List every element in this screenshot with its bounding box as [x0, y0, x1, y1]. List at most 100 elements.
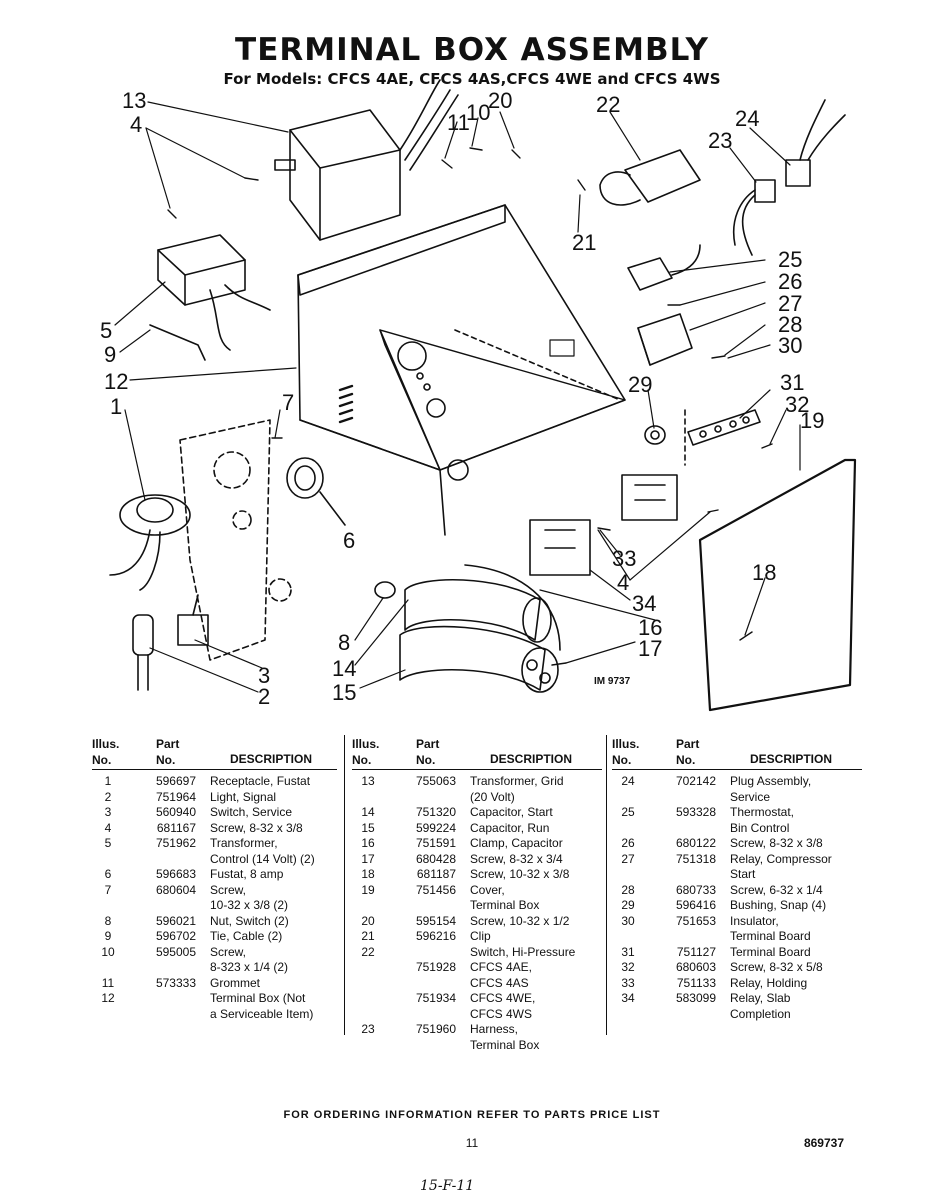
exploded-diagram: 13 4 20 11 10 22 24 23 21 25 26 27 28 30… — [100, 79, 857, 712]
callout-16: 16 — [638, 615, 662, 640]
table-header: Illus. No. Part No. DESCRIPTION — [92, 735, 337, 770]
page-number: 11 — [465, 1136, 479, 1150]
handwritten-note: 15-F-11 — [420, 1178, 475, 1194]
callout-32: 32 — [785, 392, 809, 417]
callout-34: 34 — [632, 591, 656, 616]
callout-33: 33 — [612, 546, 636, 571]
callout-22: 22 — [596, 92, 620, 117]
slab-completion-relay — [529, 519, 591, 576]
leader-lines — [114, 101, 801, 693]
callout-27: 27 — [778, 291, 802, 316]
callout-7: 7 — [282, 390, 294, 415]
header-part: Part No. — [676, 737, 700, 767]
callout-11: 11 — [447, 110, 470, 135]
compressor-start-relay — [637, 313, 693, 366]
header-part: Part No. — [156, 737, 180, 767]
table-header: Illus. No. Part No. DESCRIPTION — [612, 735, 862, 770]
callout-5: 5 — [100, 318, 112, 343]
callout-13: 13 — [122, 88, 146, 113]
bin-thermostat — [627, 244, 701, 291]
callout-25: 25 — [778, 247, 802, 272]
screws — [167, 147, 773, 666]
callout-18: 18 — [752, 560, 776, 585]
callout-4: 4 — [130, 112, 142, 137]
model-subtitle: For Models: CFCS 4AE, CFCS 4AS,CFCS 4WE … — [223, 70, 721, 88]
table-header: Illus. No. Part No. DESCRIPTION — [352, 735, 602, 770]
callout-15: 15 — [332, 680, 356, 705]
snap-bushing — [644, 425, 666, 445]
callout-21: 21 — [572, 230, 596, 255]
header-illus: Illus. No. — [612, 737, 640, 767]
hi-pressure-switch — [599, 149, 701, 206]
terminal-box — [297, 204, 626, 536]
callout-26: 26 — [778, 269, 802, 294]
image-code: IM 9737 — [594, 676, 631, 687]
document-number: 869737 — [803, 1136, 844, 1150]
callout-1: 1 — [110, 394, 122, 419]
callout-8: 8 — [338, 630, 350, 655]
callout-23: 23 — [708, 128, 732, 153]
column-divider — [344, 735, 345, 1035]
callout-17: 17 — [638, 636, 662, 661]
header-part: Part No. — [416, 737, 440, 767]
callout-28: 28 — [778, 312, 802, 337]
callout-numbers: 13 4 20 11 10 22 24 23 21 25 26 27 28 30… — [100, 88, 824, 709]
fustat — [286, 457, 346, 526]
page-title: TERMINAL BOX ASSEMBLY — [235, 32, 709, 68]
header-illus: Illus. No. — [352, 737, 380, 767]
callout-4b: 4 — [617, 570, 629, 595]
plug-assembly — [785, 99, 846, 187]
callout-30: 30 — [778, 333, 802, 358]
callout-31: 31 — [780, 370, 804, 395]
callout-10: 10 — [466, 100, 490, 125]
fustat-receptacle — [109, 494, 191, 591]
header-illus: Illus. No. — [92, 737, 120, 767]
grid-transformer — [274, 79, 459, 241]
capacitor-clamp — [464, 564, 561, 651]
signal-light — [132, 614, 154, 691]
callout-20: 20 — [488, 88, 512, 113]
callout-24: 24 — [735, 106, 759, 131]
callout-29: 29 — [628, 372, 652, 397]
callout-9: 9 — [104, 342, 116, 367]
callout-2: 2 — [258, 684, 270, 709]
callout-12: 12 — [104, 369, 128, 394]
header-description: DESCRIPTION — [490, 752, 573, 766]
run-capacitor — [399, 625, 559, 693]
switch-nut — [374, 581, 396, 599]
header-description: DESCRIPTION — [230, 752, 313, 766]
